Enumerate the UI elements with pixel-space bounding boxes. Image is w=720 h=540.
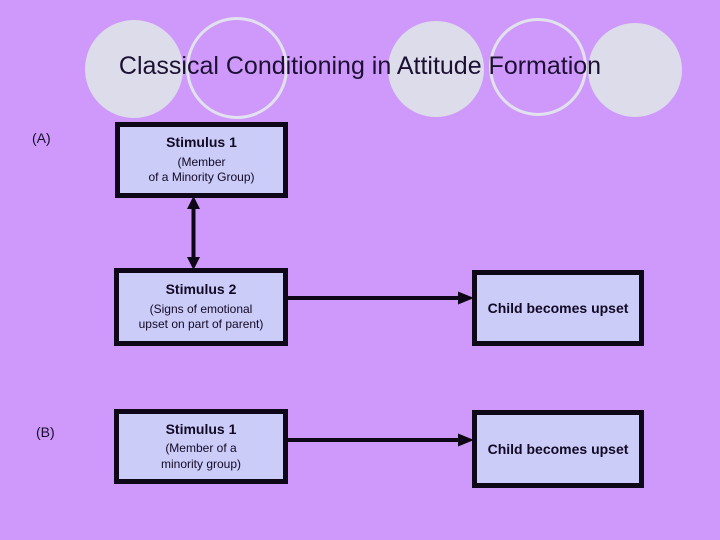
box-outcome-b-text: Child becomes upset xyxy=(487,440,629,457)
box-stimulus-1-a[interactable]: Stimulus 1 (Member of a Minority Group) xyxy=(115,122,288,198)
box-stimulus-1-b-subtitle: (Member of a minority group) xyxy=(160,441,242,471)
box-stimulus-1-a-subtitle: (Member of a Minority Group) xyxy=(148,154,255,185)
box-stimulus-2[interactable]: Stimulus 2 (Signs of emotional upset on … xyxy=(114,268,288,346)
box-outcome-b[interactable]: Child becomes upset xyxy=(472,410,644,488)
box-outcome-a-text: Child becomes upset xyxy=(487,299,629,316)
box-stimulus-1-b-title: Stimulus 1 xyxy=(165,420,237,437)
double-headed-vertical-arrow xyxy=(187,196,200,270)
box-stimulus-2-title: Stimulus 2 xyxy=(165,281,237,298)
box-outcome-a[interactable]: Child becomes upset xyxy=(472,270,644,346)
section-label-b: (B) xyxy=(36,424,55,440)
arrow-stimulus2-to-outcome xyxy=(286,291,474,305)
box-stimulus-1-b[interactable]: Stimulus 1 (Member of a minority group) xyxy=(114,409,288,484)
box-stimulus-2-subtitle: (Signs of emotional upset on part of par… xyxy=(138,301,264,332)
box-stimulus-1-a-title: Stimulus 1 xyxy=(166,134,237,151)
page-title: Classical Conditioning in Attitude Forma… xyxy=(118,52,602,80)
section-label-a: (A) xyxy=(32,130,51,146)
arrow-stimulus1b-to-outcome xyxy=(286,433,474,447)
